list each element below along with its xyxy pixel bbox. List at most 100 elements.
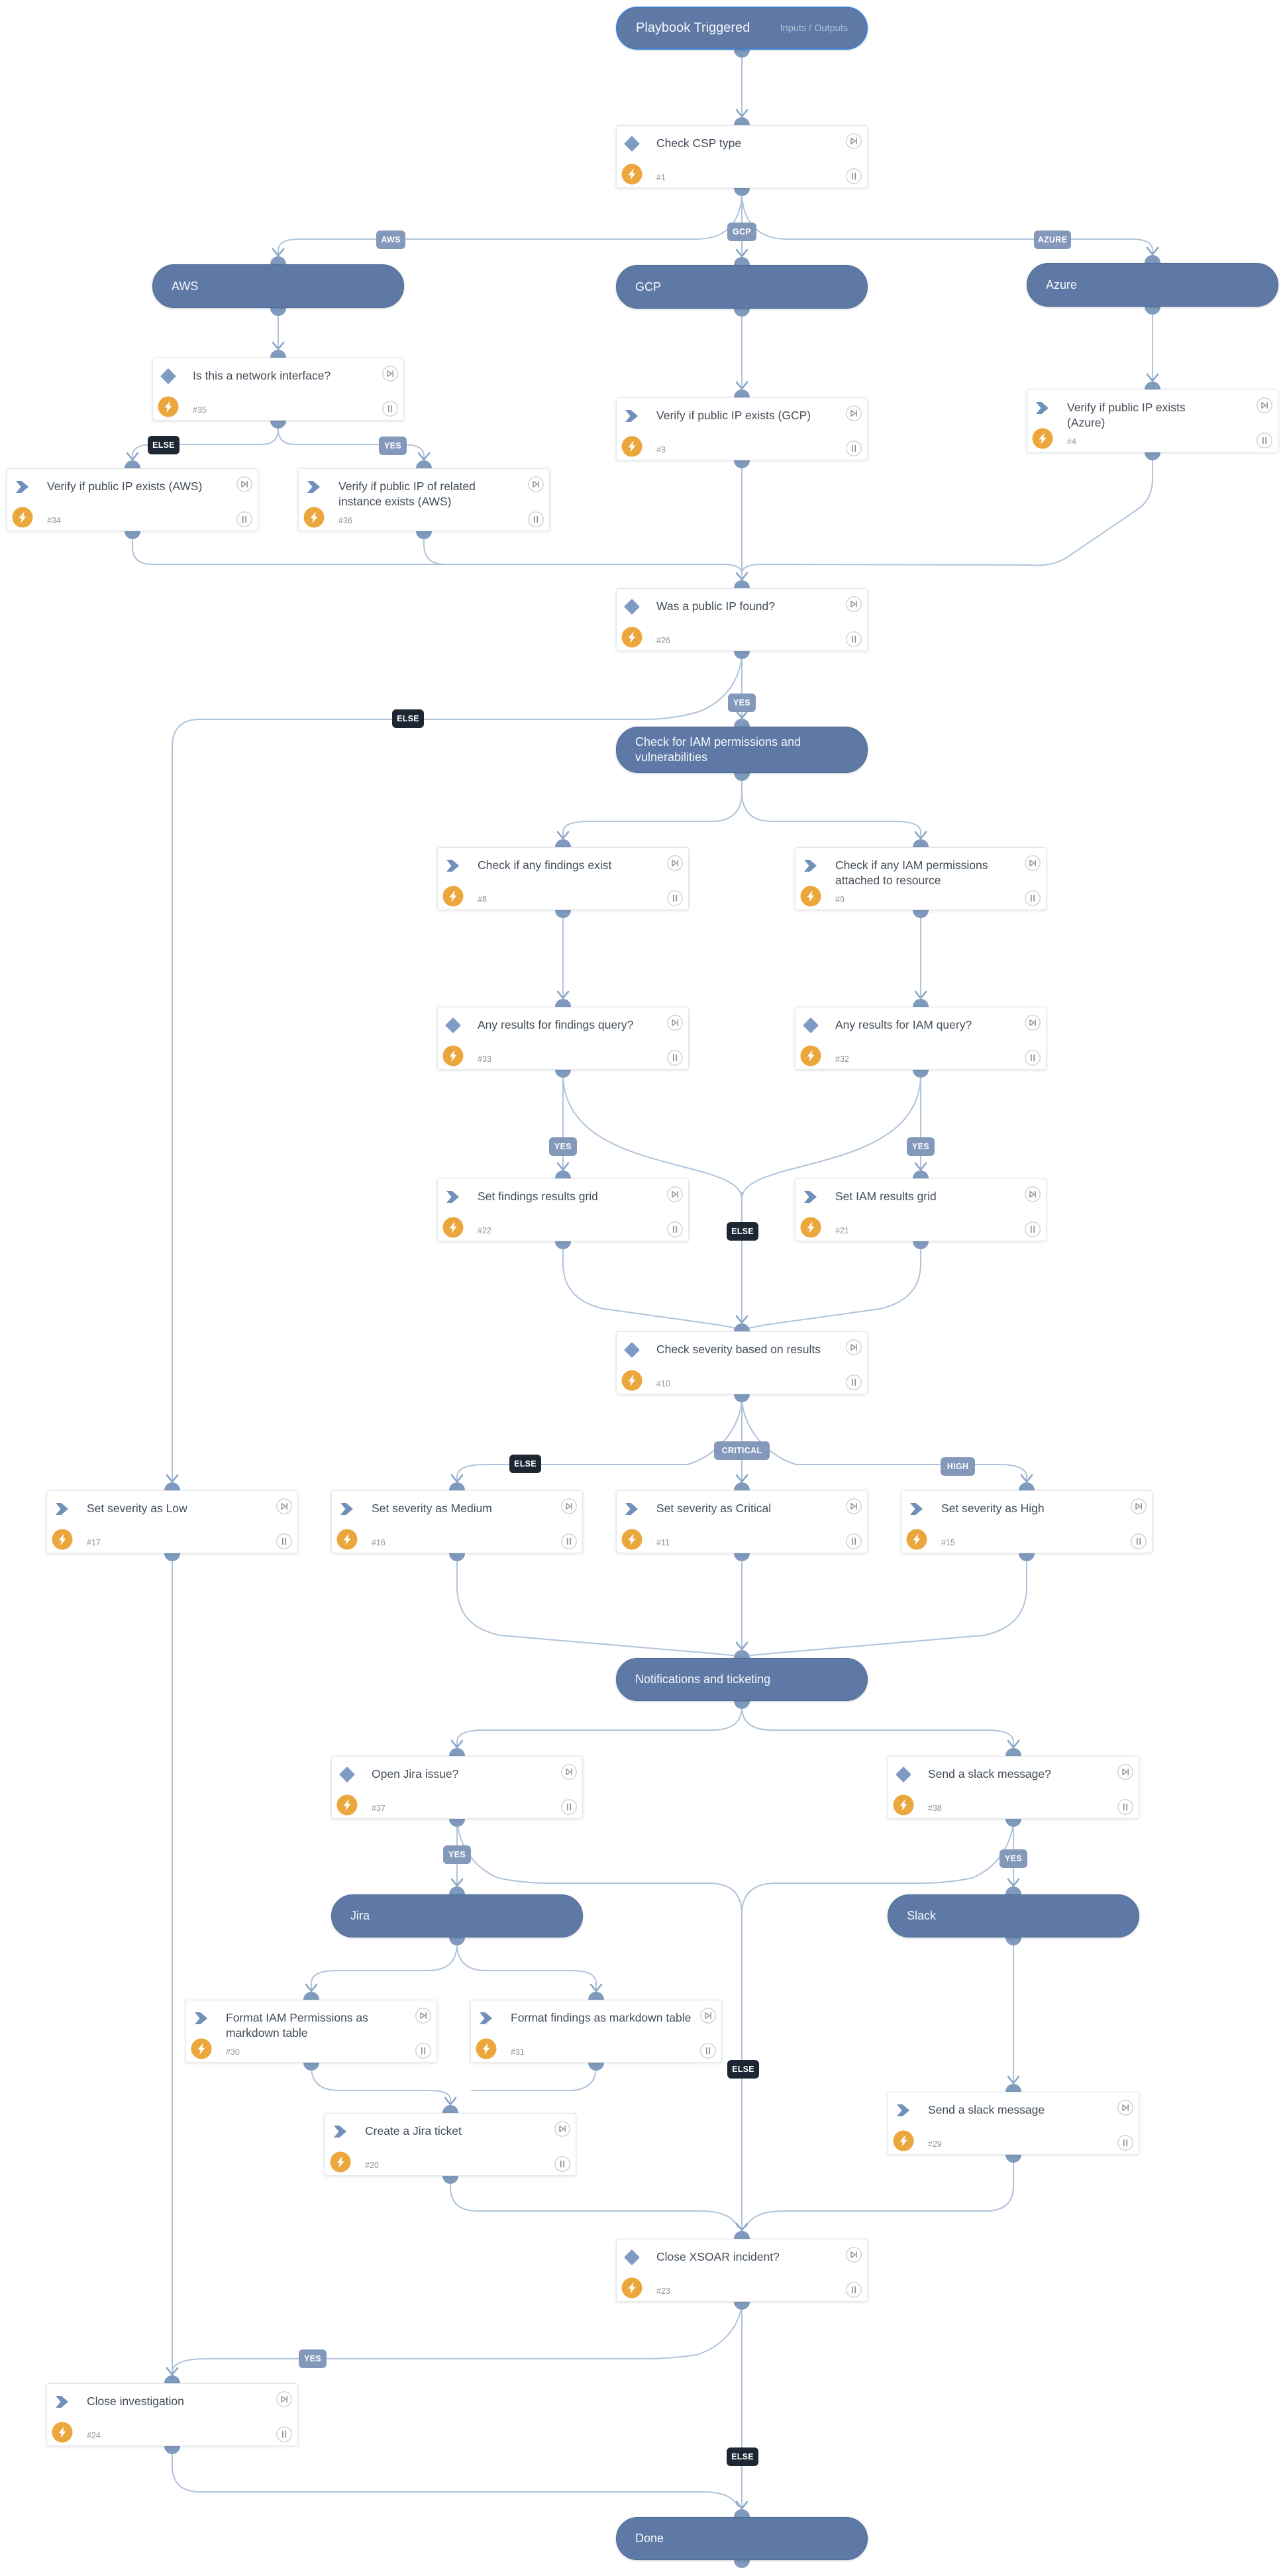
pause-task-icon[interactable] [236,511,252,527]
task-card-20[interactable]: Create a Jira ticket #20 [325,2113,576,2176]
pause-task-icon[interactable] [1117,1799,1133,1815]
pause-task-icon[interactable] [1117,2135,1133,2151]
pause-task-icon[interactable] [667,890,683,906]
skip-task-icon[interactable] [846,1339,862,1355]
task-card-15[interactable]: Set severity as High #15 [901,1490,1153,1553]
section-header-check-for-iam-permissions-and-vulnerabilities[interactable]: Check for IAM permissions and vulnerabil… [616,727,868,773]
skip-task-icon[interactable] [667,855,683,871]
task-card-34[interactable]: Verify if public IP exists (AWS) #34 [7,468,258,531]
task-card-3[interactable]: Verify if public IP exists (GCP) #3 [616,397,868,460]
skip-task-icon[interactable] [1131,1498,1147,1514]
section-header-notifications-and-ticketing[interactable]: Notifications and ticketing [616,1658,868,1701]
pause-task-icon[interactable] [276,1533,292,1549]
section-header-jira[interactable]: Jira [331,1894,583,1937]
pause-task-icon[interactable] [667,1221,683,1237]
automation-bolt-icon [621,436,642,457]
skip-task-icon[interactable] [1257,397,1272,413]
pause-task-icon[interactable] [276,2426,292,2442]
task-card-9[interactable]: Check if any IAM permissions attached to… [795,847,1047,910]
pause-task-icon[interactable] [846,2282,862,2298]
skip-task-icon[interactable] [528,476,544,492]
task-card-17[interactable]: Set severity as Low #17 [46,1490,298,1553]
task-card-23[interactable]: Close XSOAR incident? #23 [616,2239,868,2302]
pause-task-icon[interactable] [846,440,862,456]
task-type-icon [895,2102,912,2119]
task-card-10[interactable]: Check severity based on results #10 [616,1331,868,1394]
task-card-36[interactable]: Verify if public IP of related instance … [298,468,550,531]
skip-task-icon[interactable] [561,1764,577,1780]
task-card-37[interactable]: Open Jira issue? #37 [331,1756,583,1819]
pause-task-icon[interactable] [415,2043,431,2059]
section-header-aws[interactable]: AWS [152,264,404,308]
task-card-38[interactable]: Send a slack message? #38 [888,1756,1139,1819]
skip-task-icon[interactable] [667,1015,683,1031]
skip-task-icon[interactable] [276,1498,292,1514]
skip-task-icon[interactable] [667,1186,683,1202]
pause-task-icon[interactable] [846,168,862,184]
skip-task-icon[interactable] [554,2121,570,2137]
task-card-1[interactable]: Check CSP type #1 [616,125,868,188]
skip-task-icon[interactable] [846,596,862,612]
pause-task-icon[interactable] [846,631,862,647]
skip-task-icon[interactable] [1117,2100,1133,2116]
task-card-33[interactable]: Any results for findings query? #33 [437,1007,689,1070]
task-number: #26 [656,636,670,645]
task-card-24[interactable]: Close investigation #24 [46,2383,298,2446]
skip-task-icon[interactable] [415,2008,431,2024]
task-card-35[interactable]: Is this a network interface? #35 [152,358,404,421]
branch-label-yes: YES [549,1137,577,1156]
task-title: Verify if public IP exists (AWS) [47,480,203,493]
task-card-8[interactable]: Check if any findings exist #8 [437,847,689,910]
pause-task-icon[interactable] [1025,1221,1041,1237]
skip-task-icon[interactable] [561,1498,577,1514]
task-card-29[interactable]: Send a slack message #29 [888,2092,1139,2155]
pause-task-icon[interactable] [1025,890,1041,906]
automation-bolt-icon [158,396,179,417]
pause-task-icon[interactable] [528,511,544,527]
pause-task-icon[interactable] [1257,433,1272,448]
section-header-azure[interactable]: Azure [1027,263,1278,307]
task-number: #22 [478,1226,491,1235]
pause-task-icon[interactable] [846,1533,862,1549]
task-card-16[interactable]: Set severity as Medium #16 [331,1490,583,1553]
section-header-gcp[interactable]: GCP [616,265,868,309]
pause-task-icon[interactable] [561,1533,577,1549]
pause-task-icon[interactable] [1131,1533,1147,1549]
condition-diamond-icon [624,136,640,152]
skip-task-icon[interactable] [846,2247,862,2263]
pause-task-icon[interactable] [667,1050,683,1066]
section-header-slack[interactable]: Slack [888,1894,1139,1937]
skip-task-icon[interactable] [700,2008,716,2024]
pause-task-icon[interactable] [1025,1050,1041,1066]
skip-task-icon[interactable] [382,366,398,382]
task-card-4[interactable]: Verify if public IP exists (Azure) #4 [1027,389,1278,452]
pause-task-icon[interactable] [561,1799,577,1815]
skip-task-icon[interactable] [1025,1015,1041,1031]
section-header-done[interactable]: Done [616,2517,868,2560]
pause-task-icon[interactable] [554,2156,570,2172]
task-card-26[interactable]: Was a public IP found? #26 [616,588,868,651]
skip-task-icon[interactable] [846,1498,862,1514]
pause-task-icon[interactable] [382,401,398,417]
task-card-21[interactable]: Set IAM results grid #21 [795,1178,1047,1241]
task-card-11[interactable]: Set severity as Critical #11 [616,1490,868,1553]
task-card-22[interactable]: Set findings results grid #22 [437,1178,689,1241]
task-card-32[interactable]: Any results for IAM query? #32 [795,1007,1047,1070]
skip-task-icon[interactable] [236,476,252,492]
task-number: #15 [941,1538,955,1547]
task-card-30[interactable]: Format IAM Permissions as markdown table… [185,2000,437,2063]
task-card-31[interactable]: Format findings as markdown table #31 [470,2000,722,2063]
pause-task-icon[interactable] [846,1374,862,1390]
task-type-icon [623,1341,641,1359]
skip-task-icon[interactable] [1025,855,1041,871]
automation-bolt-icon [800,886,821,907]
skip-task-icon[interactable] [276,2391,292,2407]
skip-task-icon[interactable] [846,133,862,149]
skip-task-icon[interactable] [846,405,862,421]
automation-bolt-icon [621,1529,642,1550]
inputs-outputs-link[interactable]: Inputs / Outputs [780,23,848,34]
skip-task-icon[interactable] [1025,1186,1041,1202]
skip-task-icon[interactable] [1117,1764,1133,1780]
pause-task-icon[interactable] [700,2043,716,2059]
